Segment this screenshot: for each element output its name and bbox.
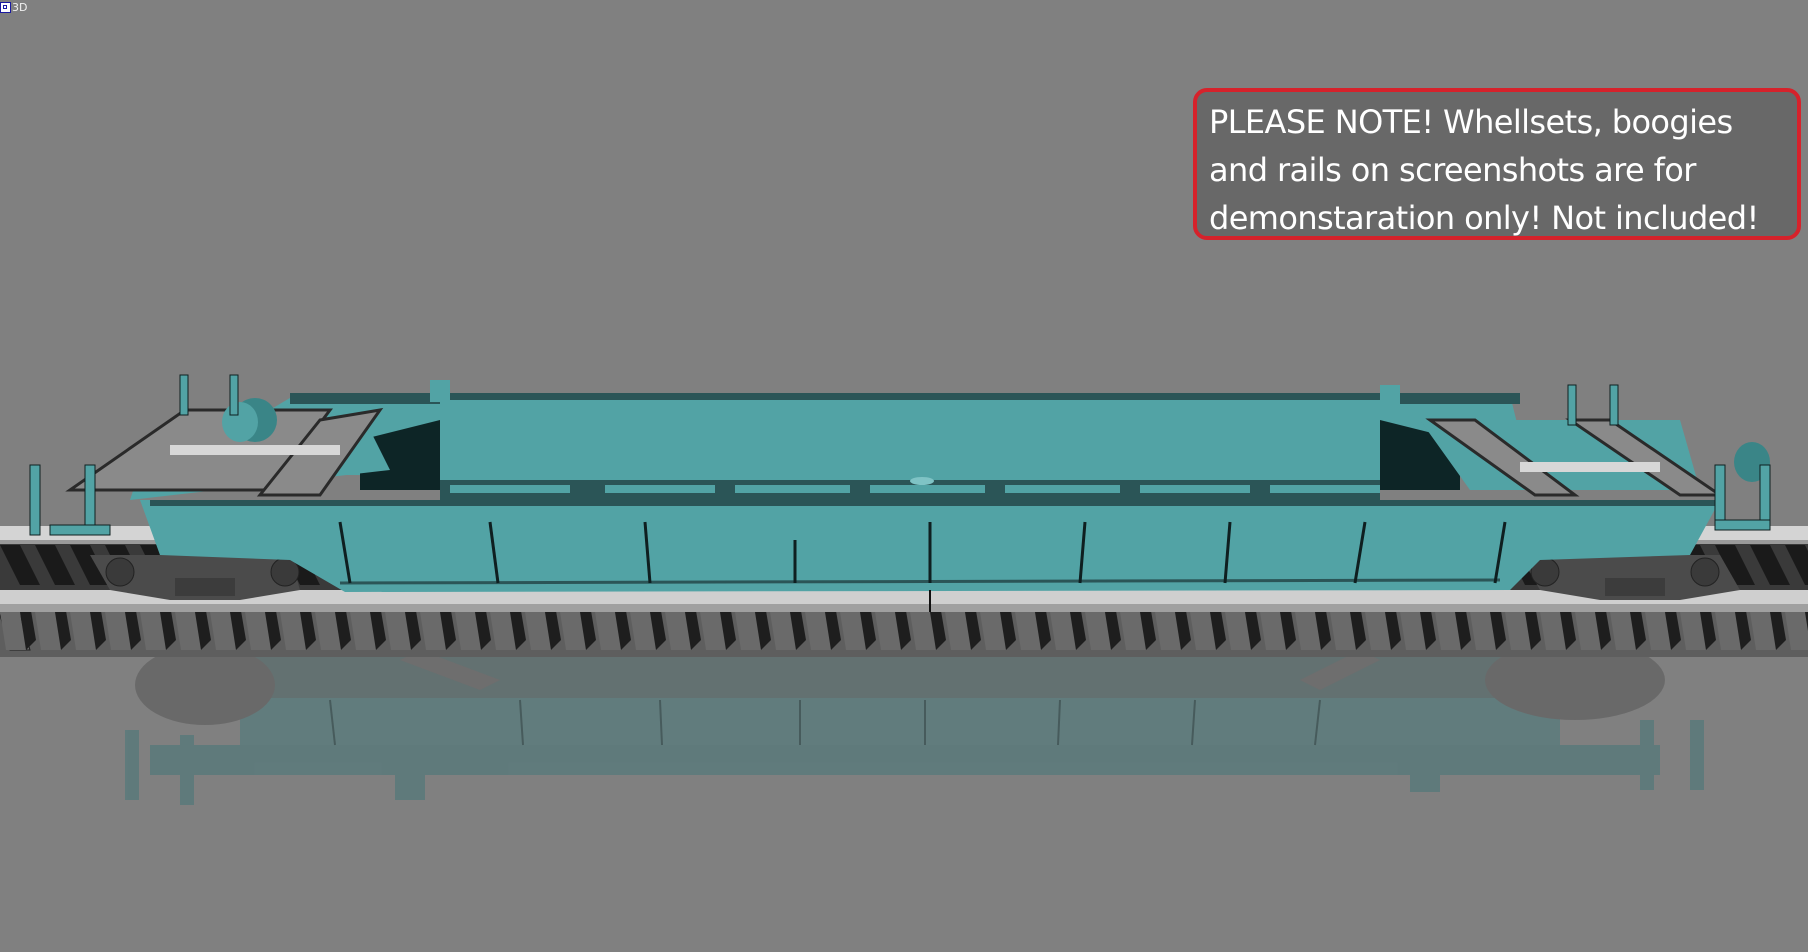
railcar-body[interactable] (140, 380, 1720, 612)
bogie-right (1520, 555, 1740, 600)
railcar-end-right (1420, 384, 1771, 531)
railcar-end-left (29, 374, 390, 536)
viewport-zoom-icon[interactable] (0, 1, 11, 13)
bogie-left (90, 555, 300, 600)
viewport-label[interactable]: 3D (0, 0, 27, 14)
note-line-3: demonstaration only! Not included! (1209, 199, 1759, 237)
note-line-1: PLEASE NOTE! Whellsets, boogies (1209, 103, 1733, 141)
disclaimer-note: PLEASE NOTE! Whellsets, boogies and rail… (1193, 88, 1801, 240)
viewport-label-text: 3D (12, 0, 28, 14)
note-line-2: and rails on screenshots are for (1209, 151, 1696, 189)
railcar-reflection (125, 640, 1704, 805)
